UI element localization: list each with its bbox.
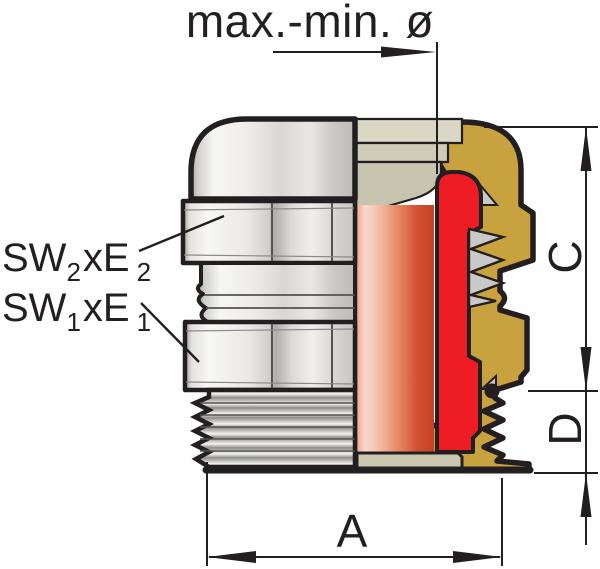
title-max-min-diameter: max.-min. ø: [186, 0, 434, 47]
arrowhead-c-up: [580, 127, 592, 171]
arrowhead-a-right: [453, 551, 502, 563]
leader-line-sw2: [138, 214, 225, 253]
external-thread-body: [189, 387, 358, 470]
hex-upper-chamfer-top: [183, 207, 355, 211]
dim-label-c: C: [539, 240, 591, 273]
external-thread: [189, 387, 358, 470]
hex-lower-chamfer-bottom: [185, 381, 355, 385]
hex-nut-lower: [182, 319, 358, 393]
arrowhead-c-down: [580, 347, 592, 391]
leader-line-sw1: [140, 302, 200, 363]
internal-thread-teeth: [466, 227, 508, 309]
cap-insert-band-2: [353, 141, 450, 164]
dim-label-a: A: [337, 505, 368, 557]
arrowhead-a-left: [207, 551, 256, 563]
max-min-arrowhead: [381, 46, 436, 58]
cap-insert-band-1: [353, 117, 464, 145]
dim-label-d: D: [539, 412, 591, 445]
neck-with-lip: [196, 261, 357, 324]
hex-nut-lower-body: [182, 319, 358, 393]
inner-seal-gradient: [357, 205, 434, 455]
hex-upper-chamfer-bottom: [183, 254, 355, 258]
hex-lower-chamfer-top: [185, 328, 355, 332]
arrowhead-d-up: [580, 473, 592, 517]
thread-crest-lines: [200, 402, 355, 452]
dimensioning: [138, 42, 598, 566]
o-ring-dot: [484, 383, 500, 399]
dome-cap-exterior: [188, 116, 358, 202]
seal-red-section: [435, 170, 483, 454]
hex-nut-upper: [180, 198, 358, 266]
